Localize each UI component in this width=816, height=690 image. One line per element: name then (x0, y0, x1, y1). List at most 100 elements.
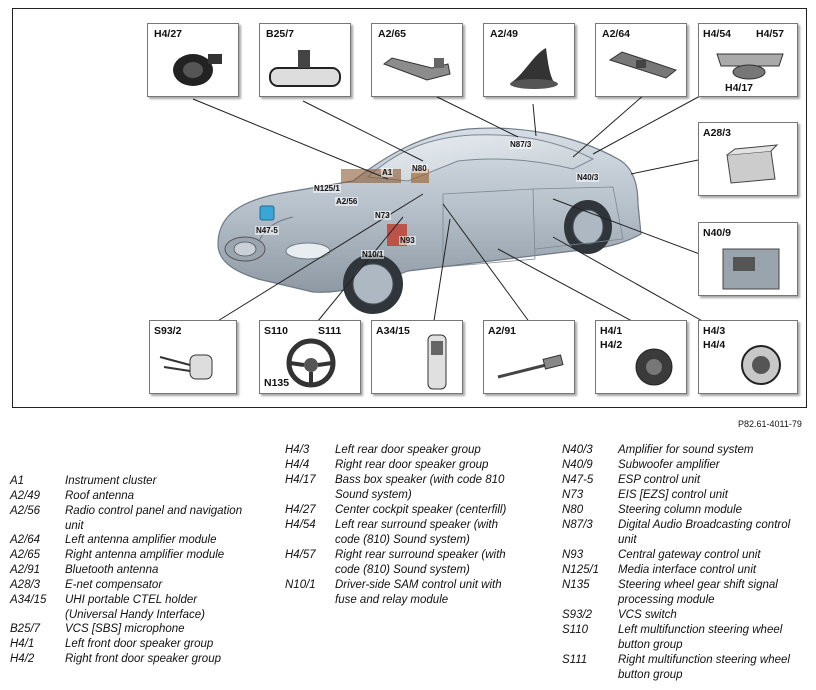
callout-H4-1-2: H4/1 H4/2 (595, 320, 687, 394)
legend-code: N10/1 (285, 579, 316, 591)
legend-code: H4/2 (10, 653, 35, 665)
legend-code: A2/91 (10, 564, 41, 576)
legend-code: S93/2 (562, 609, 593, 621)
legend-description: Steering wheel gear shift signal process… (618, 579, 778, 606)
legend-description: Left multifunction steering wheel button… (618, 624, 783, 651)
legend-description: Driver-side SAM control unit with fuse a… (335, 579, 502, 606)
legend-code: A28/3 (10, 579, 41, 591)
callout-B25-7: B25/7 (259, 23, 351, 97)
compensator-module-icon (726, 144, 779, 184)
legend-code: A2/49 (10, 490, 41, 502)
callout-A28-3: A28/3 (698, 122, 798, 196)
legend-code: H4/27 (285, 504, 316, 516)
component-location-diagram: H4/27 B25/7 A2/65 A2/49 A2/64 (12, 8, 807, 408)
legend-code: N93 (562, 549, 584, 561)
legend-code: S111 (562, 654, 588, 666)
callout-A2-49: A2/49 (483, 23, 575, 97)
door-speaker-icon (635, 348, 673, 386)
legend-description: VCS switch (618, 609, 677, 621)
legend-code: N87/3 (562, 519, 593, 531)
legend-description: Left antenna amplifier module (65, 534, 217, 546)
callout-H4-54-57-17: H4/54 H4/57 H4/17 (698, 23, 798, 97)
antenna-amplifier-icon (382, 57, 451, 81)
legend-description: Left front door speaker group (65, 638, 214, 650)
car-label-N73: N73 (374, 211, 391, 220)
legend-description: Steering column module (618, 504, 743, 516)
legend-code: H4/57 (285, 549, 316, 561)
callout-label: H4/2 (600, 339, 623, 351)
legend-description: Right rear door speaker group (335, 459, 489, 471)
callout-label: H4/17 (725, 82, 754, 94)
legend-description: Media interface control unit (618, 564, 757, 576)
mirror-microphone-icon (269, 50, 341, 87)
callout-label: S111 (318, 325, 342, 337)
car-body (217, 127, 642, 314)
antenna-amplifier-icon (608, 51, 678, 79)
car-label-N125-1: N125/1 (313, 184, 341, 193)
callout-H4-3-4: H4/3 H4/4 (698, 320, 798, 394)
legend-code: N73 (562, 489, 584, 501)
legend-description: Left rear door speaker group (335, 444, 481, 456)
callout-A2-91: A2/91 (483, 320, 575, 394)
legend-code: S110 (562, 624, 589, 636)
callout-A34-15: A34/15 (371, 320, 463, 394)
legend-description: Amplifier for sound system (618, 444, 754, 456)
car-label-N40-3: N40/3 (576, 173, 600, 182)
callout-label: B25/7 (266, 28, 295, 40)
callout-N40-9: N40/9 (698, 222, 798, 296)
legend-description: Right antenna amplifier module (65, 549, 225, 561)
legend-code: N40/3 (562, 444, 593, 456)
car-label-N10-1: N10/1 (361, 250, 385, 259)
door-speaker-icon (741, 345, 781, 385)
legend-code: A2/56 (10, 505, 41, 517)
legend-code: N135 (562, 579, 590, 591)
figure-reference-code: P82.61-4011-79 (738, 419, 802, 429)
vcs-switch-icon (159, 354, 213, 380)
legend-code: H4/4 (285, 459, 310, 471)
legend-description: EIS [EZS] control unit (618, 489, 728, 501)
callout-label: A2/91 (488, 325, 517, 337)
bluetooth-antenna-icon (497, 354, 564, 379)
legend-code: N47-5 (562, 474, 594, 486)
legend-code: A2/65 (10, 549, 41, 561)
speaker-icon (173, 54, 222, 86)
legend-description: Instrument cluster (65, 475, 157, 487)
callout-A2-64: A2/64 (595, 23, 687, 97)
callout-label: A2/64 (602, 28, 631, 40)
callout-S110-S111-N135: S110 S111 N135 (259, 320, 361, 394)
legend-code: H4/3 (285, 444, 310, 456)
legend-code: N125/1 (562, 564, 600, 576)
legend-code: A34/15 (10, 594, 47, 606)
legend-description: E-net compensator (65, 579, 163, 591)
callout-label: A2/65 (378, 28, 407, 40)
legend-code: B25/7 (10, 623, 41, 635)
legend-description: Center cockpit speaker (centerfill) (335, 504, 507, 516)
callout-label: A2/49 (490, 28, 519, 40)
legend-description: Radio control panel and navigation unit (65, 505, 243, 532)
legend-description: Roof antenna (65, 490, 135, 502)
roof-antenna-icon (510, 48, 558, 89)
phone-holder-icon (427, 334, 447, 390)
car-label-N80: N80 (411, 164, 428, 173)
legend-description: Right rear surround speaker (with code (… (335, 549, 506, 576)
legend-code: H4/17 (285, 474, 316, 486)
legend-code: A1 (10, 475, 25, 487)
legend-description: Bass box speaker (with code 810 Sound sy… (335, 474, 505, 501)
subwoofer-amplifier-icon (722, 248, 780, 290)
car-illustration (192, 84, 714, 328)
callout-label: A34/15 (376, 325, 410, 337)
callout-label: A28/3 (703, 127, 732, 139)
rear-shelf-speaker-icon (716, 53, 784, 80)
callout-label: N40/9 (703, 227, 732, 239)
car-label-A1: A1 (381, 168, 394, 177)
callout-A2-65: A2/65 (371, 23, 463, 97)
legend-description: Right front door speaker group (65, 653, 221, 665)
callout-label: N135 (264, 377, 290, 389)
legend-description: Central gateway control unit (618, 549, 761, 561)
steering-wheel-icon (286, 338, 336, 388)
legend-code: N80 (562, 504, 584, 516)
callout-label: S110 (264, 325, 288, 337)
callout-label: H4/54 (703, 28, 732, 40)
callout-H4-27: H4/27 (147, 23, 239, 97)
callout-S93-2: S93/2 (149, 320, 237, 394)
